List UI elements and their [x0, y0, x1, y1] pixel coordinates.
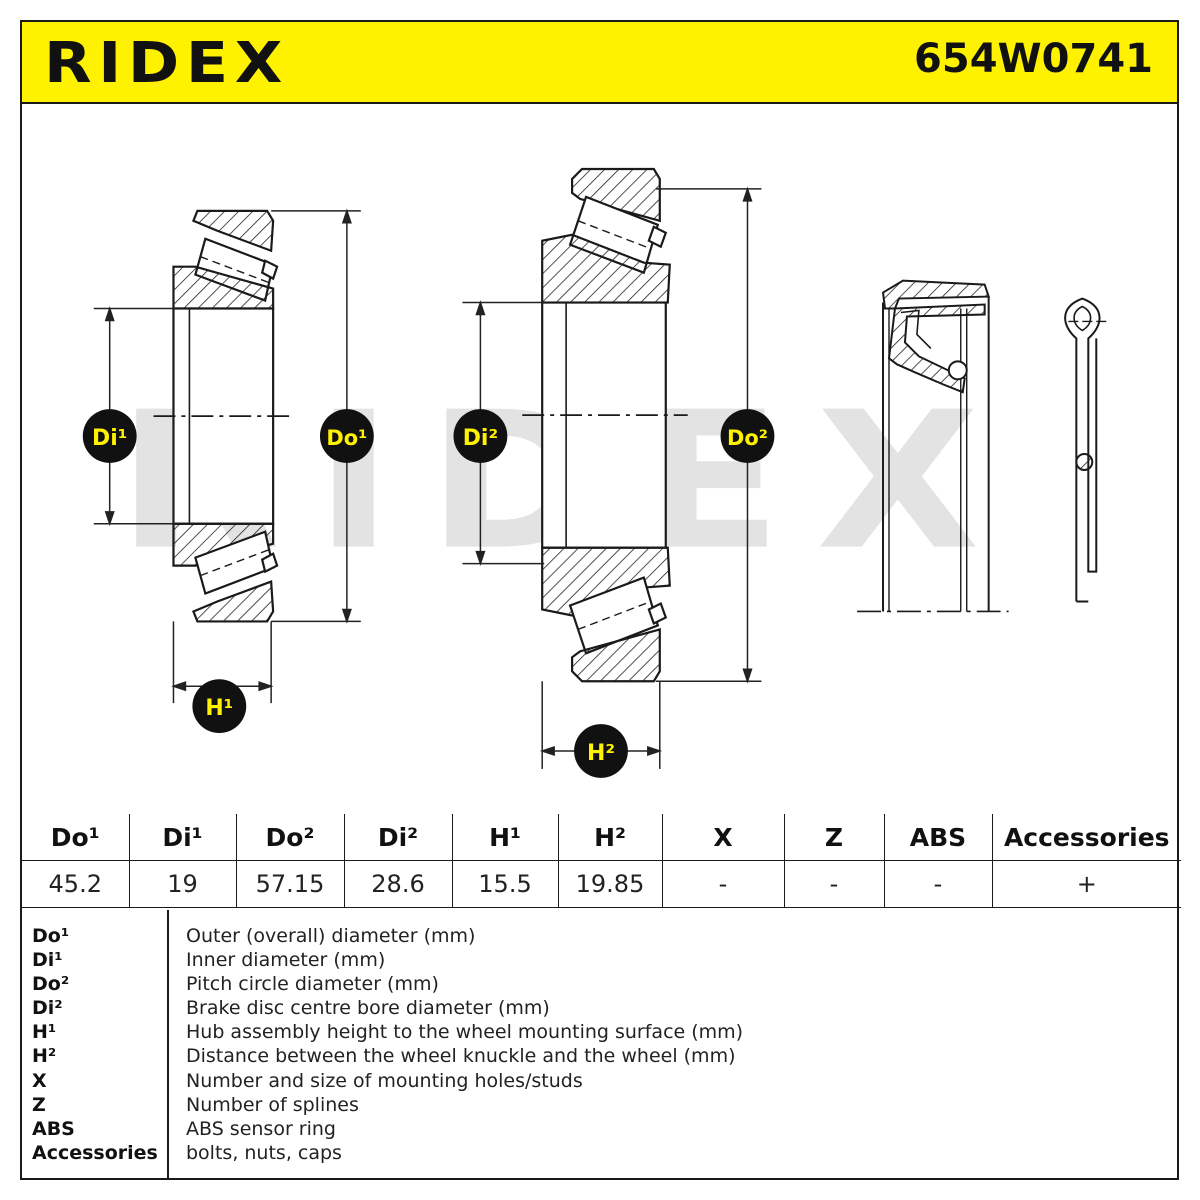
- legend-desc: Hub assembly height to the wheel mountin…: [186, 1021, 744, 1044]
- svg-text:Do²: Do²: [727, 426, 768, 450]
- spec-value-row: 45.2 19 57.15 28.6 15.5 19.85 - - - +: [22, 860, 1181, 908]
- spec-value-do1: 45.2: [22, 860, 130, 908]
- legend-key: H²: [32, 1045, 57, 1068]
- spec-sheet: RIDEX 654W0741 RIDEX: [20, 20, 1181, 1180]
- legend-key: H¹: [32, 1021, 57, 1044]
- legend-key: Accessories: [32, 1141, 158, 1164]
- spec-header-di2: Di²: [343, 814, 453, 861]
- label-di1: Di¹: [82, 409, 137, 463]
- spec-header-h2: H²: [557, 814, 663, 861]
- spec-value-di1: 19: [128, 860, 237, 908]
- spec-header-do1: Do¹: [22, 814, 130, 861]
- spec-value-accessories: +: [991, 860, 1181, 908]
- legend-key: Di²: [32, 997, 63, 1020]
- spec-header-h1: H¹: [451, 814, 559, 861]
- spec-value-do2: 57.15: [235, 860, 345, 908]
- svg-text:Do¹: Do¹: [326, 426, 367, 450]
- legend-divider: [167, 910, 169, 1180]
- label-di2: Di²: [453, 409, 508, 463]
- legend-key: ABS: [32, 1117, 75, 1140]
- legend-key: Di¹: [32, 949, 63, 972]
- spec-header-x: X: [661, 814, 785, 861]
- legend-desc: Brake disc centre bore diameter (mm): [186, 997, 550, 1020]
- svg-text:Di²: Di²: [463, 426, 498, 451]
- cotter-pin: [1064, 297, 1111, 603]
- legend-keys: Do¹ Di¹ Do² Di² H¹ H² X Z ABS Accessorie…: [32, 924, 158, 1165]
- legend-desc: ABS sensor ring: [186, 1117, 336, 1140]
- spec-header-accessories: Accessories: [991, 814, 1181, 861]
- legend-key: Do¹: [32, 925, 70, 947]
- spec-value-di2: 28.6: [343, 860, 453, 908]
- spec-header-row: Do¹ Di¹ Do² Di² H¹ H² X Z ABS Accessorie…: [22, 814, 1181, 861]
- spec-value-abs: -: [883, 860, 993, 908]
- brand-logo: RIDEX: [44, 34, 289, 90]
- spec-header-z: Z: [783, 814, 885, 861]
- label-h1: H¹: [192, 679, 247, 734]
- legend-desc: Inner diameter (mm): [186, 949, 386, 972]
- bearing-1: [153, 209, 294, 623]
- svg-text:RIDEX: RIDEX: [44, 34, 289, 90]
- spec-header-abs: ABS: [883, 814, 993, 861]
- legend-key: Z: [32, 1093, 46, 1116]
- legend-desc: Pitch circle diameter (mm): [186, 973, 439, 996]
- legend-key: X: [32, 1069, 47, 1092]
- spec-value-h2: 19.85: [557, 860, 663, 908]
- legend-desc: Outer (overall) diameter (mm): [186, 925, 476, 947]
- legend-key: Do²: [32, 973, 70, 996]
- label-do2: Do²: [720, 409, 775, 463]
- label-do1: Do¹: [319, 409, 374, 463]
- bearing-2: [522, 167, 688, 683]
- spec-header-do2: Do²: [235, 814, 345, 861]
- svg-text:H²: H²: [587, 741, 615, 766]
- svg-text:H¹: H¹: [205, 696, 233, 721]
- legend-desc: Number and size of mounting holes/studs: [186, 1069, 583, 1092]
- spec-value-x: -: [661, 860, 785, 908]
- legend: Do¹ Di¹ Do² Di² H¹ H² X Z ABS Accessorie…: [22, 910, 1177, 1180]
- part-number: 654W0741: [914, 36, 1153, 82]
- svg-text:Di¹: Di¹: [92, 426, 127, 451]
- spec-value-z: -: [783, 860, 885, 908]
- label-h2: H²: [574, 724, 628, 778]
- spec-header-di1: Di¹: [128, 814, 237, 861]
- oil-seal: [857, 279, 1009, 613]
- header-bar: RIDEX 654W0741: [22, 22, 1177, 104]
- legend-desc: bolts, nuts, caps: [186, 1141, 342, 1164]
- spec-table: Do¹ Di¹ Do² Di² H¹ H² X Z ABS Accessorie…: [22, 814, 1181, 908]
- legend-descriptions: Outer (overall) diameter (mm) Inner diam…: [186, 924, 743, 1165]
- legend-desc: Number of splines: [186, 1093, 359, 1116]
- technical-drawing: RIDEX: [82, 167, 1111, 778]
- spec-value-h1: 15.5: [451, 860, 559, 908]
- legend-desc: Distance between the wheel knuckle and t…: [186, 1045, 736, 1068]
